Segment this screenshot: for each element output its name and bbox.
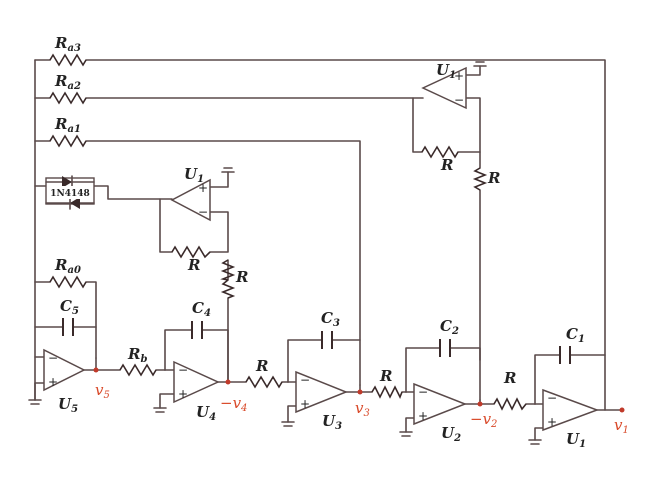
opamp-signs: − + − + − + − + − + + − + − bbox=[48, 69, 557, 429]
label-c5: C5 bbox=[60, 297, 79, 317]
diode-pair: 1N4148 bbox=[45, 175, 95, 210]
capacitor-c2 bbox=[439, 339, 451, 357]
label-v1: v1 bbox=[614, 416, 629, 436]
capacitor-c1 bbox=[559, 346, 571, 364]
resistor-rb bbox=[119, 363, 157, 377]
opamp-u4 bbox=[173, 360, 220, 404]
resistor-ra0 bbox=[49, 275, 87, 289]
label-v5: v5 bbox=[95, 381, 110, 401]
label-r-3: R bbox=[503, 369, 516, 387]
label-c1: C1 bbox=[566, 325, 585, 345]
svg-text:−: − bbox=[547, 391, 557, 405]
resistor-r-u3-u2 bbox=[371, 385, 403, 399]
svg-text:+: + bbox=[418, 409, 428, 423]
resistors bbox=[49, 53, 527, 411]
resistor-r-top-vert bbox=[472, 167, 488, 191]
svg-text:−: − bbox=[178, 363, 188, 377]
output-nodes bbox=[93, 367, 625, 413]
label-c4: C4 bbox=[192, 299, 211, 319]
label-v3: v3 bbox=[355, 399, 370, 419]
label-rb: Rb bbox=[127, 345, 147, 365]
resistor-r-mid-vert bbox=[220, 259, 236, 281]
label-ra2: Ra2 bbox=[54, 72, 81, 92]
resistor-r-u4-u3 bbox=[245, 375, 283, 389]
resistor-r-mid-fb bbox=[171, 245, 211, 259]
label-u5: U5 bbox=[58, 395, 78, 415]
capacitor-c3 bbox=[321, 331, 333, 349]
opamps bbox=[43, 66, 600, 432]
svg-text:+: + bbox=[178, 387, 188, 401]
resistor-r-u2-u1 bbox=[493, 397, 527, 411]
resistor-r-top-fb bbox=[421, 145, 459, 159]
svg-text:−: − bbox=[454, 93, 464, 107]
label-u1-mid: U1 bbox=[184, 165, 204, 185]
label-neg-v4: −v4 bbox=[220, 394, 247, 414]
label-u1-right: U1 bbox=[566, 430, 586, 450]
svg-text:+: + bbox=[48, 375, 58, 389]
label-ra3: Ra3 bbox=[54, 34, 81, 54]
resistor-r-mid-vert2 bbox=[220, 279, 236, 299]
label-u2: U2 bbox=[441, 424, 461, 444]
label-r-6: R bbox=[440, 156, 453, 174]
opamp-u1-right bbox=[542, 388, 600, 432]
capacitors bbox=[62, 318, 571, 364]
opamp-u1-mid bbox=[170, 178, 211, 222]
capacitor-c5 bbox=[62, 318, 74, 336]
label-c3: C3 bbox=[321, 309, 340, 329]
svg-text:+: + bbox=[198, 181, 208, 195]
svg-text:−: − bbox=[300, 373, 310, 387]
label-r-4: R bbox=[187, 256, 200, 274]
label-u3: U3 bbox=[322, 412, 342, 432]
wires bbox=[34, 59, 623, 441]
resistor-ra3 bbox=[49, 53, 87, 67]
svg-text:+: + bbox=[454, 69, 464, 83]
resistor-ra2 bbox=[49, 91, 87, 105]
svg-text:−: − bbox=[418, 385, 428, 399]
label-ra0: Ra0 bbox=[54, 256, 81, 276]
resistor-ra1 bbox=[49, 134, 87, 148]
diode-label: 1N4148 bbox=[50, 189, 90, 199]
svg-text:+: + bbox=[547, 415, 557, 429]
opamp-u3 bbox=[295, 370, 349, 414]
svg-text:−: − bbox=[48, 351, 58, 365]
svg-text:−: − bbox=[198, 205, 208, 219]
component-labels: Ra3 Ra2 Ra1 Ra0 Rb C5 C4 C3 C2 C1 R R R … bbox=[54, 34, 586, 450]
label-r-7: R bbox=[487, 169, 500, 187]
svg-text:+: + bbox=[300, 397, 310, 411]
label-r-2: R bbox=[379, 367, 392, 385]
label-neg-v2: −v2 bbox=[470, 410, 497, 430]
label-r-1: R bbox=[255, 357, 268, 375]
opamp-u2 bbox=[413, 382, 468, 426]
ground-symbols bbox=[28, 61, 542, 445]
opamp-u5 bbox=[43, 348, 86, 392]
opamp-u1-top bbox=[421, 66, 467, 110]
output-labels: v5 −v4 v3 −v2 v1 bbox=[95, 381, 629, 436]
label-u4: U4 bbox=[196, 403, 216, 423]
label-c2: C2 bbox=[440, 317, 459, 337]
label-r-5: R bbox=[235, 268, 248, 286]
label-ra1: Ra1 bbox=[54, 115, 81, 135]
capacitor-c4 bbox=[191, 321, 203, 339]
label-u1-top: U1 bbox=[436, 61, 456, 81]
